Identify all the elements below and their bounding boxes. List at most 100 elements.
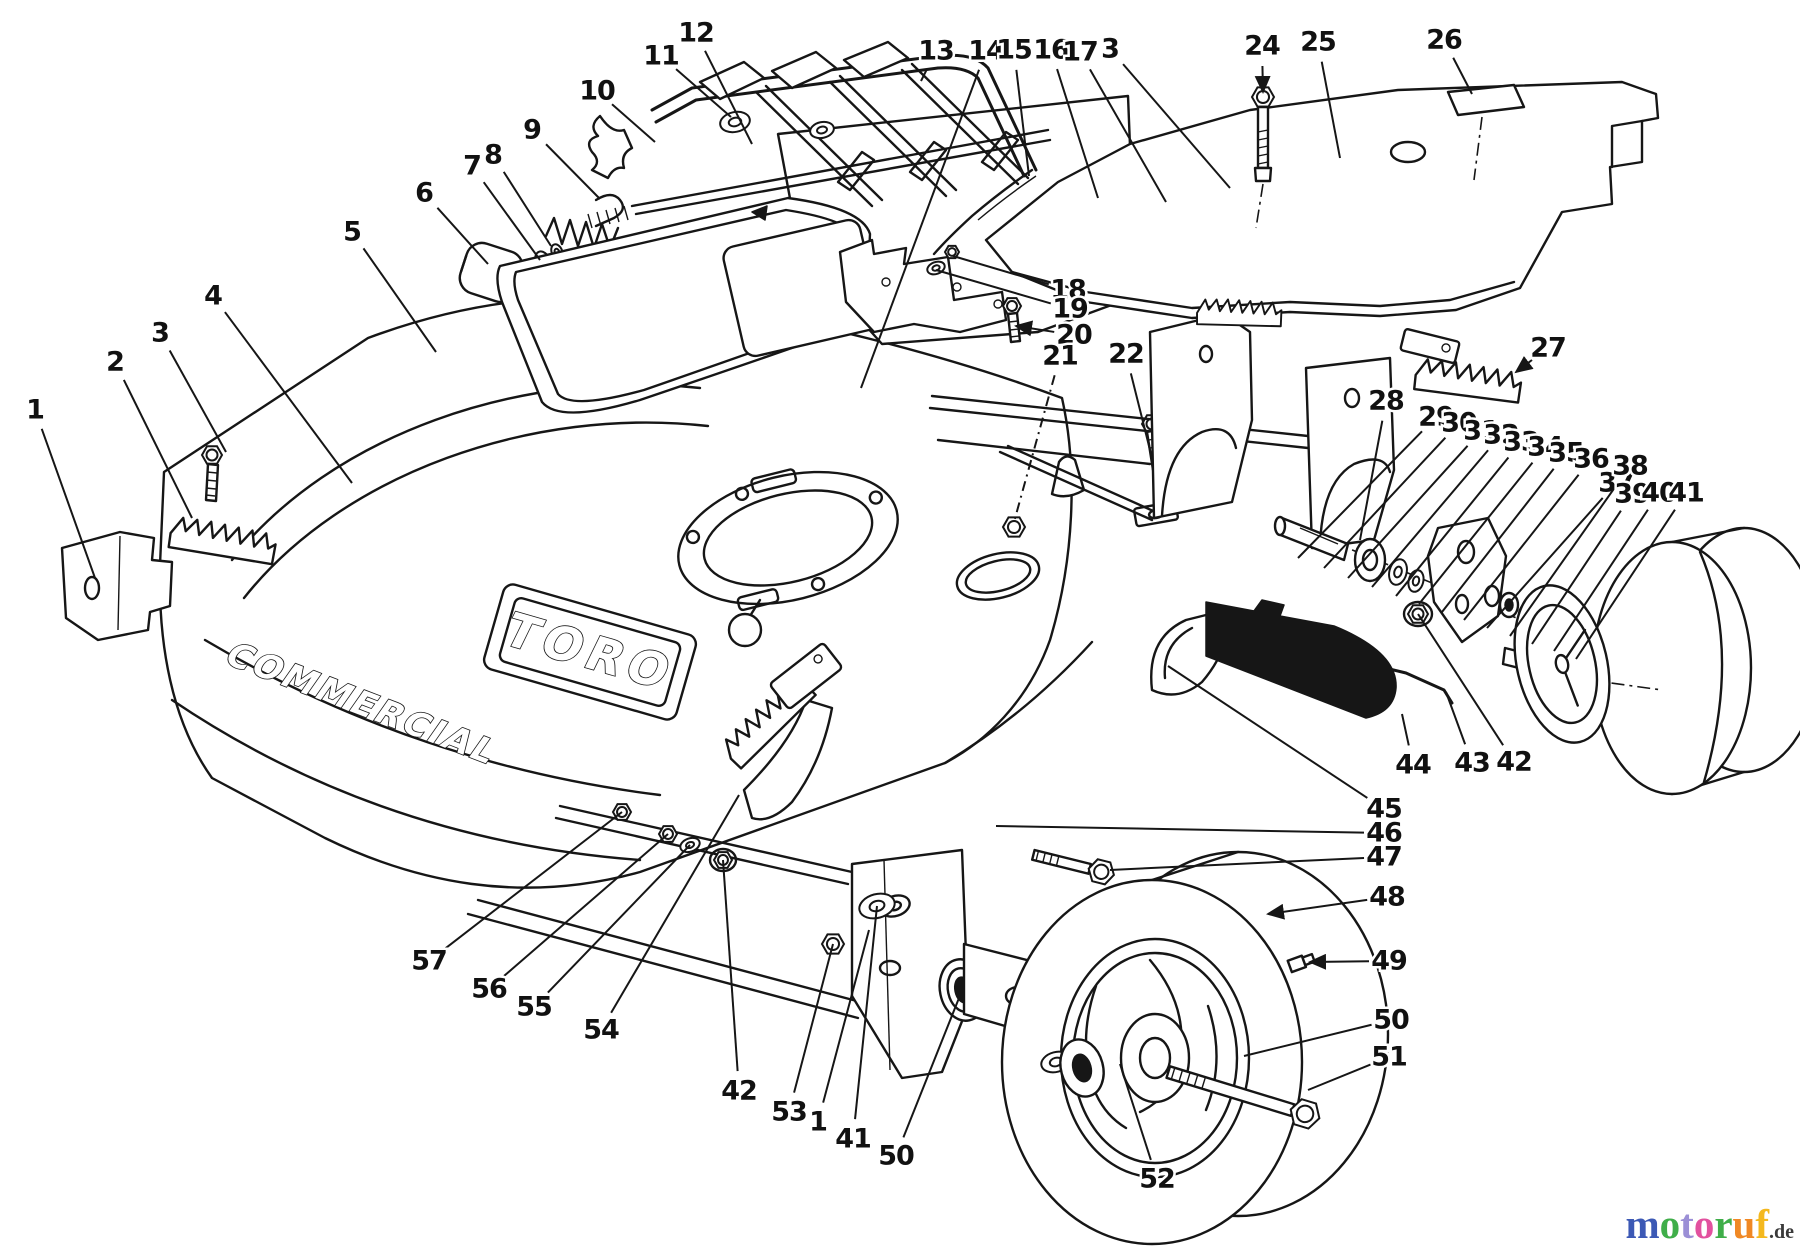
watermark-letter-f: f [1755, 1201, 1769, 1247]
spacer [1483, 584, 1501, 608]
cover-hole [1389, 140, 1427, 164]
leader-line-15 [1015, 69, 1030, 177]
leader-line-55 [547, 844, 691, 994]
part-number-8: 8 [484, 140, 502, 171]
part-number-10: 10 [579, 76, 615, 107]
callout-26: 26 [1424, 22, 1473, 95]
leader-line-9 [545, 143, 601, 200]
part-number-31: 31 [1463, 416, 1499, 447]
leader-line-26 [1452, 57, 1473, 95]
leader-line-2 [122, 379, 193, 519]
callout-51: 51 [1307, 1039, 1410, 1091]
leader-line-42 [722, 859, 739, 1072]
callout-1: 1 [24, 392, 96, 579]
callout-31: 31 [1347, 413, 1502, 579]
part-number-16: 16 [1033, 35, 1069, 66]
callout-27: 27 [1514, 330, 1569, 374]
part-number-22: 22 [1108, 339, 1144, 370]
leader-line-10 [611, 103, 656, 143]
part-number-5: 5 [343, 217, 361, 248]
watermark-letter-r: r [1714, 1201, 1733, 1247]
part-number-42: 42 [721, 1076, 757, 1107]
leader-line-41 [854, 905, 878, 1120]
cable-15 [932, 168, 1034, 256]
leader-line-18 [952, 255, 1050, 286]
part-number-53: 53 [771, 1097, 807, 1128]
leader-line-8 [502, 171, 552, 247]
callout-46: 46 [995, 815, 1405, 851]
part-number-3: 3 [151, 318, 169, 349]
part-number-32: 32 [1483, 420, 1519, 451]
callout-42: 42 [719, 859, 760, 1109]
rear-axle-assembly [1205, 515, 1800, 796]
leader-line-37 [1486, 497, 1604, 629]
handle-pad [770, 50, 838, 90]
leader-line-13 [920, 68, 928, 82]
leader-line-20 [1014, 320, 1055, 337]
part-number-19: 19 [1052, 294, 1088, 325]
callout-16: 16 [1031, 32, 1099, 199]
callout-55: 55 [514, 844, 691, 1025]
part-number-43: 43 [1454, 748, 1490, 779]
callout-5: 5 [341, 214, 437, 353]
label-patch-part26 [1446, 83, 1526, 117]
leader-line-43 [1445, 691, 1467, 745]
leader-line-36 [1463, 474, 1580, 621]
part-number-6: 6 [415, 178, 433, 209]
bracket-plate-part1 [60, 530, 174, 642]
bolt-47 [1030, 844, 1117, 886]
spring [544, 216, 620, 250]
serrated-rack-mid [1196, 298, 1283, 328]
part-number-36: 36 [1573, 444, 1609, 475]
callout-33: 33 [1395, 424, 1542, 597]
callout-45: 45 [1167, 665, 1405, 827]
callout-39: 39 [1531, 476, 1653, 645]
rear-tire-front [1591, 540, 1753, 796]
callout-49: 49 [1308, 943, 1410, 979]
leader-line-41 [1575, 509, 1676, 660]
leader-line-56 [503, 833, 669, 977]
callout-52: 52 [1119, 1063, 1178, 1197]
callout-6: 6 [413, 175, 489, 265]
hairpin-clip [594, 193, 625, 228]
part-number-38: 38 [1612, 451, 1648, 482]
leader-line-12 [704, 50, 753, 145]
motoruf-watermark[interactable]: motoruf.de [1626, 1204, 1794, 1245]
callout-3: 3 [1099, 31, 1231, 189]
leader-line-3 [168, 350, 227, 453]
deck-rear-oval-vent [955, 551, 1041, 601]
part-number-30: 30 [1441, 408, 1477, 439]
collar [1353, 537, 1387, 583]
callout-34: 34 [1418, 429, 1566, 605]
leader-line-54 [610, 794, 740, 1014]
hub-spacer [1059, 1038, 1105, 1098]
callout-14: 14 [860, 33, 1007, 389]
part-number-12: 12 [678, 18, 714, 49]
axle-bolt-51 [1165, 1065, 1323, 1131]
callout-36: 36 [1463, 441, 1612, 621]
leader-line-46 [995, 825, 1365, 834]
callout-28: 28 [1359, 383, 1407, 541]
watermark-word: motoruf [1626, 1201, 1769, 1247]
leader-line-14 [860, 69, 980, 389]
part-number-45: 45 [1366, 794, 1402, 825]
callout-50: 50 [876, 987, 964, 1174]
leader-line-11 [675, 68, 732, 118]
callout-20: 20 [1014, 317, 1095, 353]
callout-18: 18 [952, 255, 1089, 308]
callout-8: 8 [482, 137, 552, 247]
callout-57: 57 [409, 811, 623, 979]
callout-15: 15 [994, 32, 1035, 177]
watermark-letter-o: o [1693, 1201, 1715, 1247]
callout-43: 43 [1445, 691, 1493, 781]
callout-29: 29 [1297, 399, 1457, 559]
nut-21 [1003, 517, 1025, 536]
grass-baffle-44 [1205, 599, 1397, 719]
part-number-47: 47 [1366, 842, 1402, 873]
part-number-27: 27 [1530, 333, 1566, 364]
part-number-15: 15 [996, 35, 1032, 66]
part-number-52: 52 [1139, 1164, 1175, 1195]
part-number-54: 54 [583, 1015, 619, 1046]
callout-38: 38 [1509, 448, 1651, 637]
